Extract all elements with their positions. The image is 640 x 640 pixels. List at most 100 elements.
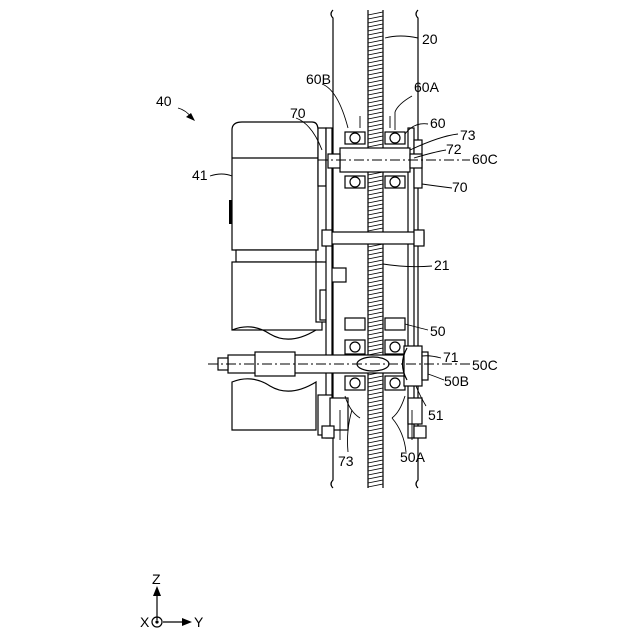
rack-tooth bbox=[368, 84, 383, 87]
rack-tooth bbox=[368, 28, 383, 31]
rack-tooth bbox=[368, 444, 383, 447]
rack-tooth bbox=[368, 228, 383, 231]
rack-tooth bbox=[368, 60, 383, 63]
label-72: 72 bbox=[446, 141, 462, 157]
rack-tooth bbox=[368, 40, 383, 43]
rack-tooth bbox=[368, 276, 383, 279]
rack-tooth bbox=[368, 124, 383, 127]
rack-21 bbox=[368, 10, 383, 488]
label-40: 40 bbox=[156, 93, 172, 109]
rack-tooth bbox=[368, 64, 383, 67]
rack-tooth bbox=[368, 312, 383, 315]
rack-tooth bbox=[368, 480, 383, 483]
coordinate-axes: Z X Y bbox=[140, 571, 204, 630]
rack-tooth bbox=[368, 468, 383, 471]
rack-tooth bbox=[368, 340, 383, 343]
rack-tooth bbox=[368, 116, 383, 119]
rack-tooth bbox=[368, 300, 383, 303]
rack-tooth bbox=[368, 404, 383, 407]
rack-tooth bbox=[368, 264, 383, 267]
label-50C: 50C bbox=[472, 357, 498, 373]
label-21: 21 bbox=[434, 257, 450, 273]
rack-tooth bbox=[368, 108, 383, 111]
rack-tooth bbox=[368, 204, 383, 207]
rack-tooth bbox=[368, 344, 383, 347]
cross-bar bbox=[322, 230, 424, 246]
rack-tooth bbox=[368, 472, 383, 475]
rack-tooth bbox=[368, 16, 383, 19]
rack-tooth bbox=[368, 432, 383, 435]
axis-x-label: X bbox=[140, 614, 150, 630]
rack-tooth bbox=[368, 112, 383, 115]
rack-tooth bbox=[368, 252, 383, 255]
rack-tooth bbox=[368, 176, 383, 179]
axis-y-label: Y bbox=[194, 614, 204, 630]
rack-tooth bbox=[368, 72, 383, 75]
rack-tooth bbox=[368, 188, 383, 191]
rack-tooth bbox=[368, 428, 383, 431]
rack-tooth bbox=[368, 452, 383, 455]
rack-tooth bbox=[368, 280, 383, 283]
label-20: 20 bbox=[422, 31, 438, 47]
rack-tooth bbox=[368, 216, 383, 219]
label-70-top: 70 bbox=[290, 105, 306, 121]
rack-tooth bbox=[368, 260, 383, 263]
rack-tooth bbox=[368, 484, 383, 487]
rack-tooth bbox=[368, 456, 383, 459]
rack-tooth bbox=[368, 44, 383, 47]
rack-tooth bbox=[368, 20, 383, 23]
rack-tooth bbox=[368, 220, 383, 223]
rack-tooth bbox=[368, 120, 383, 123]
label-60C: 60C bbox=[472, 151, 498, 167]
rack-tooth bbox=[368, 388, 383, 391]
rack-tooth bbox=[368, 96, 383, 99]
rack-tooth bbox=[368, 384, 383, 387]
rack-tooth bbox=[368, 308, 383, 311]
axis-z-label: Z bbox=[152, 571, 161, 587]
rack-tooth bbox=[368, 12, 383, 15]
rack-tooth bbox=[368, 380, 383, 383]
rack-tooth bbox=[368, 440, 383, 443]
rack-tooth bbox=[368, 320, 383, 323]
rack-tooth bbox=[368, 136, 383, 139]
rack-tooth bbox=[368, 132, 383, 135]
rack-tooth bbox=[368, 92, 383, 95]
rack-tooth bbox=[368, 400, 383, 403]
label-60A: 60A bbox=[414, 79, 440, 95]
rack-tooth bbox=[368, 292, 383, 295]
rack-tooth bbox=[368, 192, 383, 195]
rack-tooth bbox=[368, 324, 383, 327]
rack-tooth bbox=[368, 212, 383, 215]
rack-tooth bbox=[368, 284, 383, 287]
rack-tooth bbox=[368, 416, 383, 419]
rack-tooth bbox=[368, 272, 383, 275]
rack-tooth bbox=[368, 104, 383, 107]
rack-tooth bbox=[368, 180, 383, 183]
rack-tooth bbox=[368, 76, 383, 79]
rack-tooth bbox=[368, 100, 383, 103]
rack-tooth bbox=[368, 424, 383, 427]
rack-tooth bbox=[368, 328, 383, 331]
rack-tooth bbox=[368, 56, 383, 59]
rack-tooth bbox=[368, 68, 383, 71]
rack-tooth bbox=[368, 348, 383, 351]
rack-tooth bbox=[368, 376, 383, 379]
rack-tooth bbox=[368, 36, 383, 39]
label-50A: 50A bbox=[400, 449, 426, 465]
label-50B: 50B bbox=[444, 373, 469, 389]
rack-tooth bbox=[368, 48, 383, 51]
rack-tooth bbox=[368, 144, 383, 147]
rack-tooth bbox=[368, 304, 383, 307]
rack-tooth bbox=[368, 184, 383, 187]
label-41: 41 bbox=[192, 167, 208, 183]
rack-tooth bbox=[368, 336, 383, 339]
label-51: 51 bbox=[428, 407, 444, 423]
label-60: 60 bbox=[430, 115, 446, 131]
rack-tooth bbox=[368, 436, 383, 439]
rack-tooth bbox=[368, 448, 383, 451]
rack-tooth bbox=[368, 476, 383, 479]
rack-tooth bbox=[368, 24, 383, 27]
label-73-top: 73 bbox=[460, 127, 476, 143]
